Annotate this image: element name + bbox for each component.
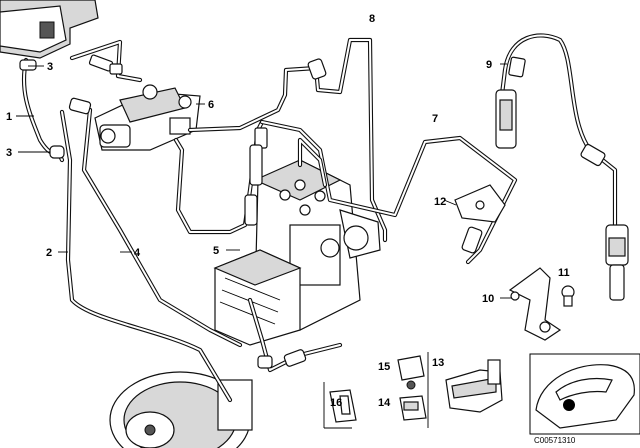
callout-12: 12 <box>434 196 446 208</box>
callout-5: 5 <box>213 245 219 257</box>
callout-14: 14 <box>378 397 391 409</box>
line-fittings <box>19 54 606 369</box>
catalog-code: C00571310 <box>534 436 576 445</box>
callout-16: 16 <box>330 397 342 409</box>
clip-15 <box>397 355 425 390</box>
callout-2: 2 <box>46 247 52 259</box>
clip-16 <box>329 389 357 423</box>
screw-11 <box>561 285 575 307</box>
leader-lines <box>16 63 512 299</box>
brake-lines <box>21 33 618 403</box>
rear-brake-hose-fitting <box>495 56 526 149</box>
callout-11: 11 <box>558 267 570 279</box>
callout-7: 7 <box>432 113 438 125</box>
right-hose-end <box>605 224 629 301</box>
location-marker-icon <box>563 399 575 411</box>
bracket-12 <box>454 184 506 223</box>
callout-4: 4 <box>134 247 141 259</box>
bracket-10 <box>508 267 562 341</box>
callout-3-bottom: 3 <box>6 147 12 159</box>
callout-13: 13 <box>432 357 444 369</box>
callout-10: 10 <box>482 293 494 305</box>
clip-14 <box>399 395 427 421</box>
clip-13 <box>445 359 503 413</box>
brake-fluid-reservoir <box>0 0 99 59</box>
callout-9: 9 <box>486 59 492 71</box>
brake-booster <box>109 371 253 448</box>
vehicle-location-inset <box>529 353 640 435</box>
callout-3-top: 3 <box>47 61 53 73</box>
callout-15: 15 <box>378 361 390 373</box>
callout-6: 6 <box>208 99 214 111</box>
callout-8: 8 <box>369 13 375 25</box>
callout-labels: 1 3 3 2 4 5 6 7 8 9 10 11 12 13 14 15 16… <box>6 13 576 445</box>
callout-1: 1 <box>6 111 12 123</box>
pressure-regulator-valve <box>94 84 201 151</box>
